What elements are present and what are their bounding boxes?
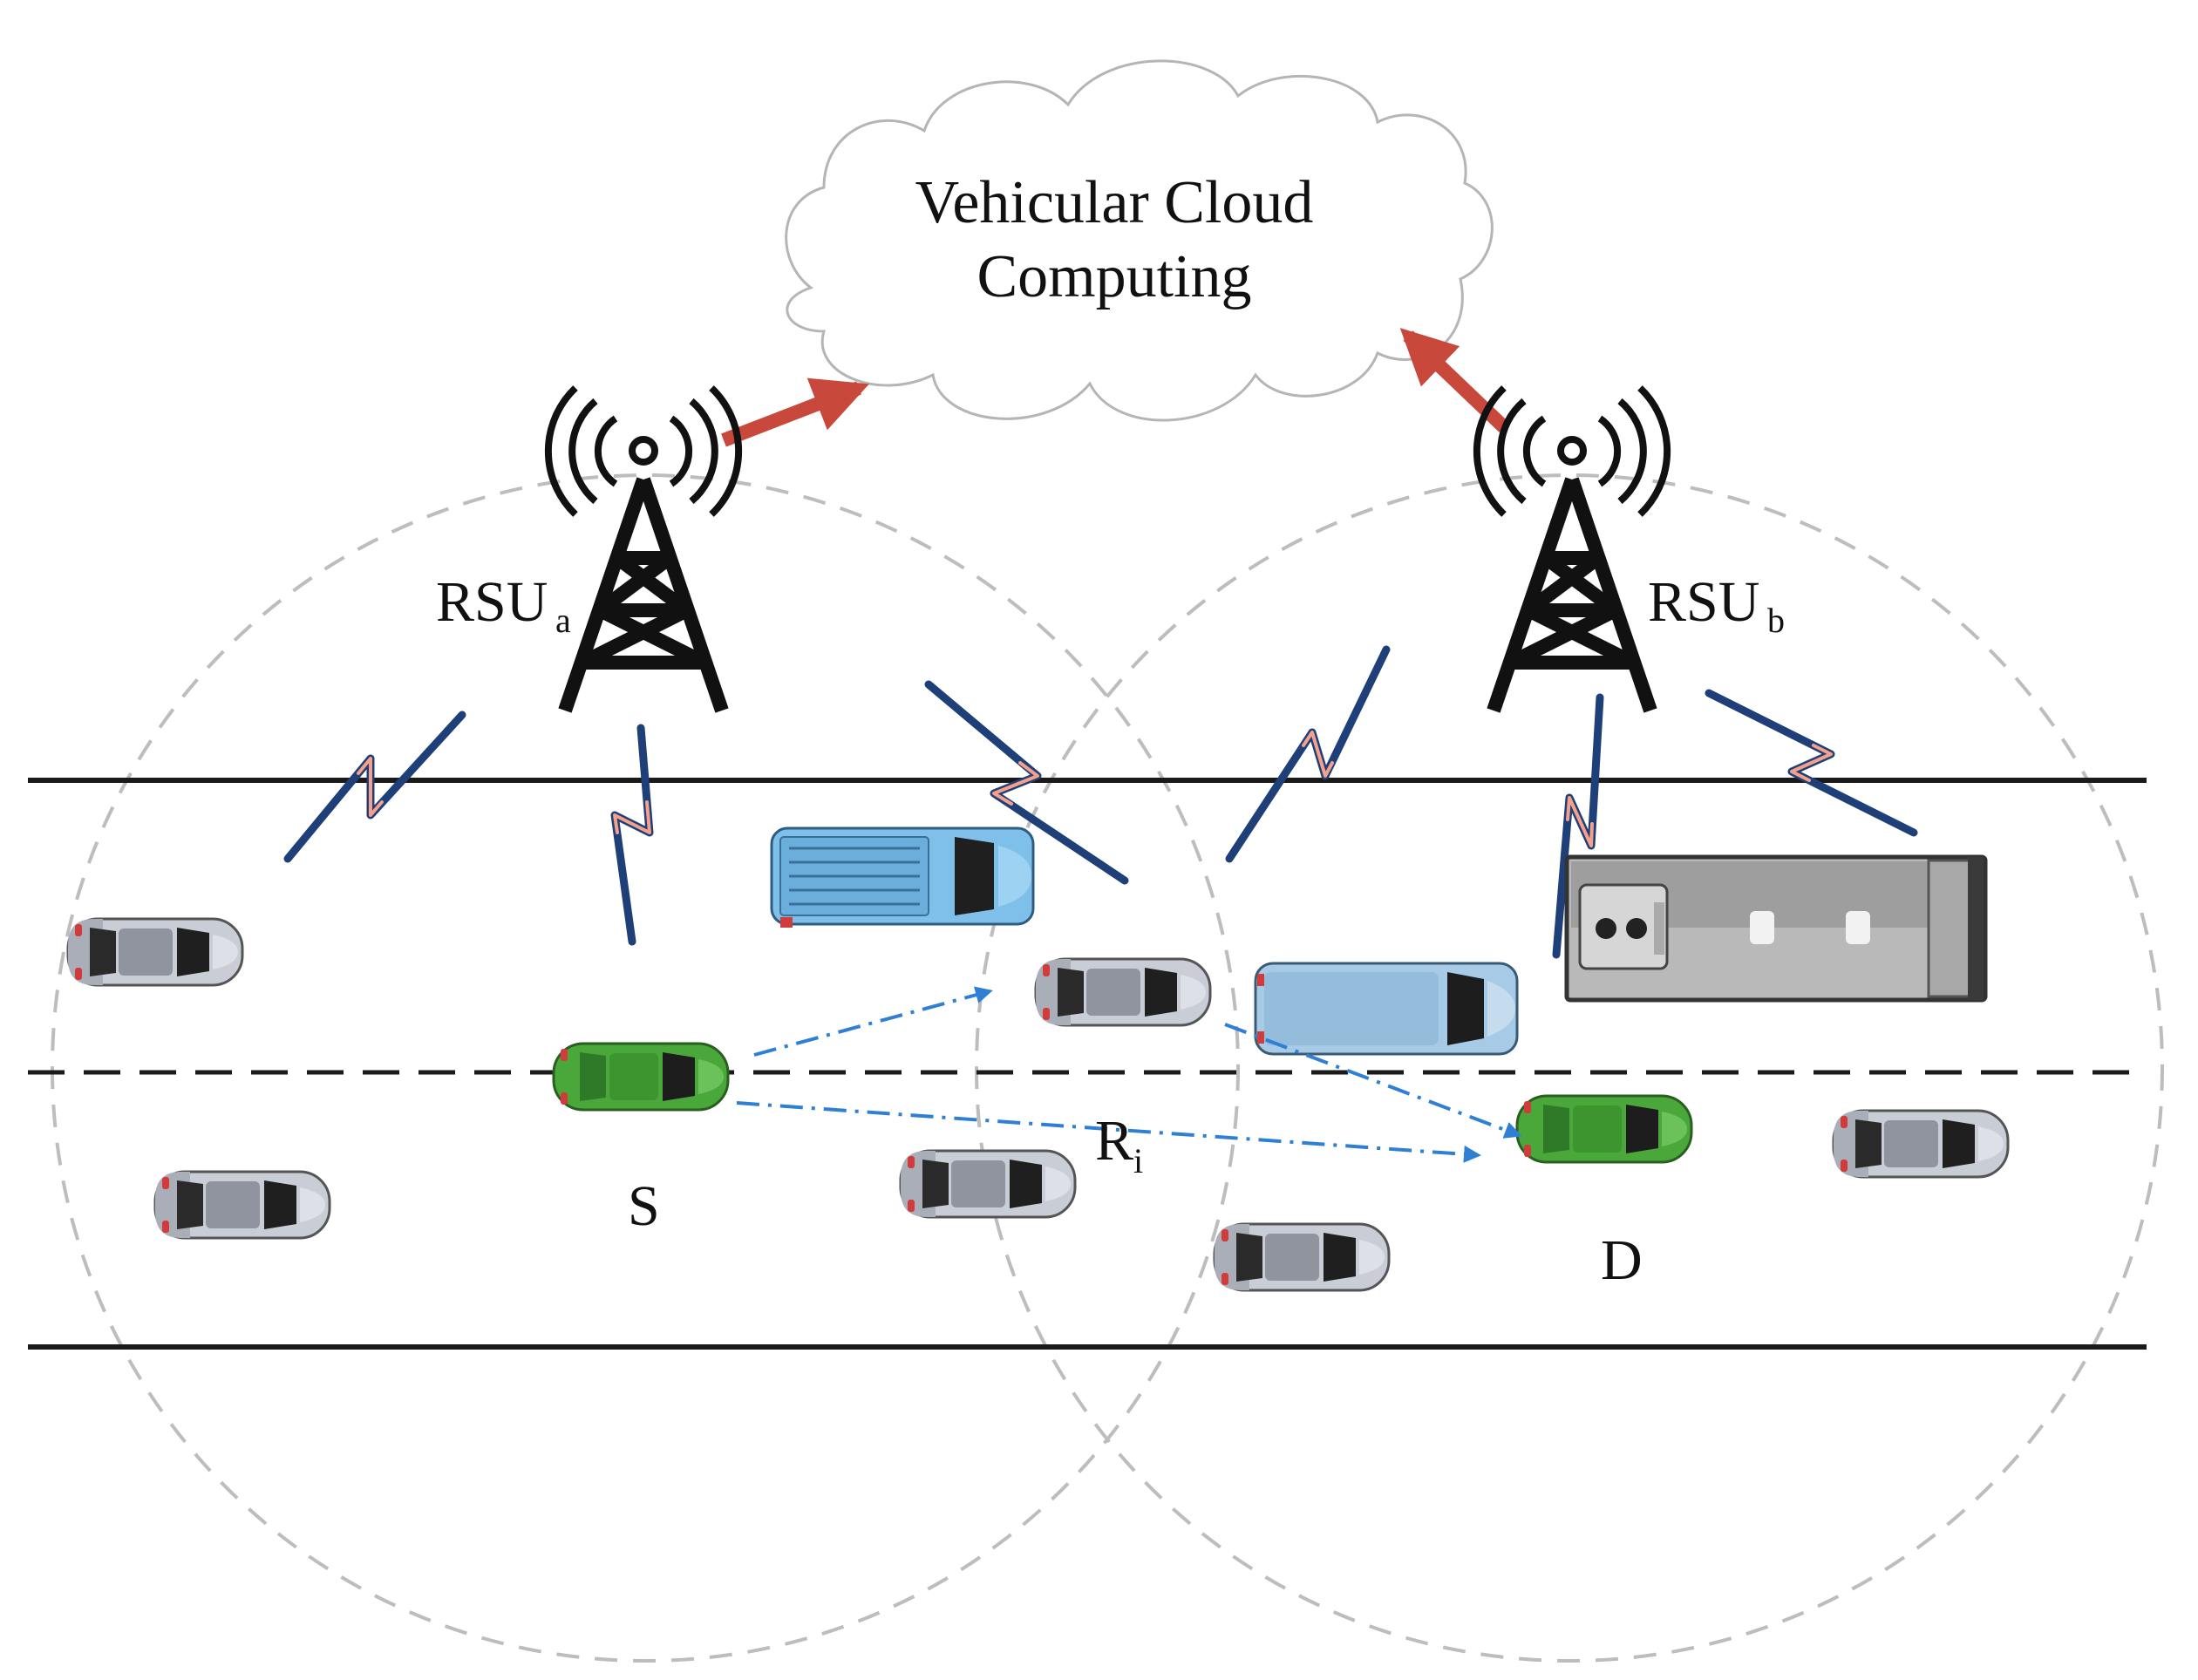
relay-subscript: i bbox=[1133, 1141, 1143, 1180]
lightning-icon bbox=[1225, 645, 1391, 863]
relay-vehicle bbox=[1034, 957, 1212, 1027]
rsu-a-label: RSU bbox=[436, 570, 548, 634]
cloud-shape bbox=[785, 59, 1494, 422]
wireless-link-bolts bbox=[283, 645, 1918, 959]
rsu-b-uplink-arrow bbox=[1399, 328, 1509, 432]
vehicle-sedan bbox=[153, 1170, 331, 1240]
lightning-icon bbox=[924, 680, 1129, 885]
vehicle-sedan bbox=[1832, 1109, 2010, 1179]
relay-label: R bbox=[1095, 1109, 1133, 1173]
rsu-b-tower bbox=[1473, 385, 1671, 713]
destination-label: D bbox=[1601, 1228, 1643, 1292]
destination-vehicle bbox=[1515, 1094, 1693, 1164]
vehicle-sedan bbox=[899, 1149, 1077, 1219]
cloud-title-line2: Computing bbox=[977, 243, 1251, 310]
v2v-link-source-to-relay bbox=[753, 986, 993, 1057]
vehicle-sedan bbox=[66, 917, 244, 987]
rsu-a-subscript: a bbox=[555, 601, 571, 640]
rsu-b-coverage bbox=[975, 473, 2164, 1663]
source-label: S bbox=[628, 1174, 660, 1238]
lightning-icon bbox=[1552, 693, 1604, 959]
rsu-a-antenna-icon bbox=[544, 385, 743, 517]
vehicle-pickup-truck bbox=[770, 826, 1035, 928]
lightning-icon bbox=[1705, 689, 1918, 837]
lightning-icon bbox=[283, 711, 466, 863]
vehicle-bus bbox=[1564, 854, 1988, 1003]
source-vehicle bbox=[552, 1042, 730, 1112]
rsu-b-label: RSU bbox=[1648, 570, 1759, 634]
rsu-b-subscript: b bbox=[1767, 601, 1785, 640]
v2v-link-relay-to-destination bbox=[1224, 1023, 1522, 1139]
v2v-link-source-to-destination bbox=[736, 1101, 1481, 1163]
rsu-a-uplink-arrow bbox=[721, 377, 869, 447]
vehicle-sedan bbox=[1213, 1222, 1391, 1292]
rsu-a-tower bbox=[544, 385, 743, 713]
rsu-b-antenna-icon bbox=[1473, 385, 1671, 517]
vehicle-van bbox=[1254, 962, 1519, 1056]
lightning-icon bbox=[610, 724, 654, 946]
rsu-a-coverage bbox=[51, 473, 1240, 1663]
cloud-title-line1: Vehicular Cloud bbox=[915, 169, 1314, 236]
